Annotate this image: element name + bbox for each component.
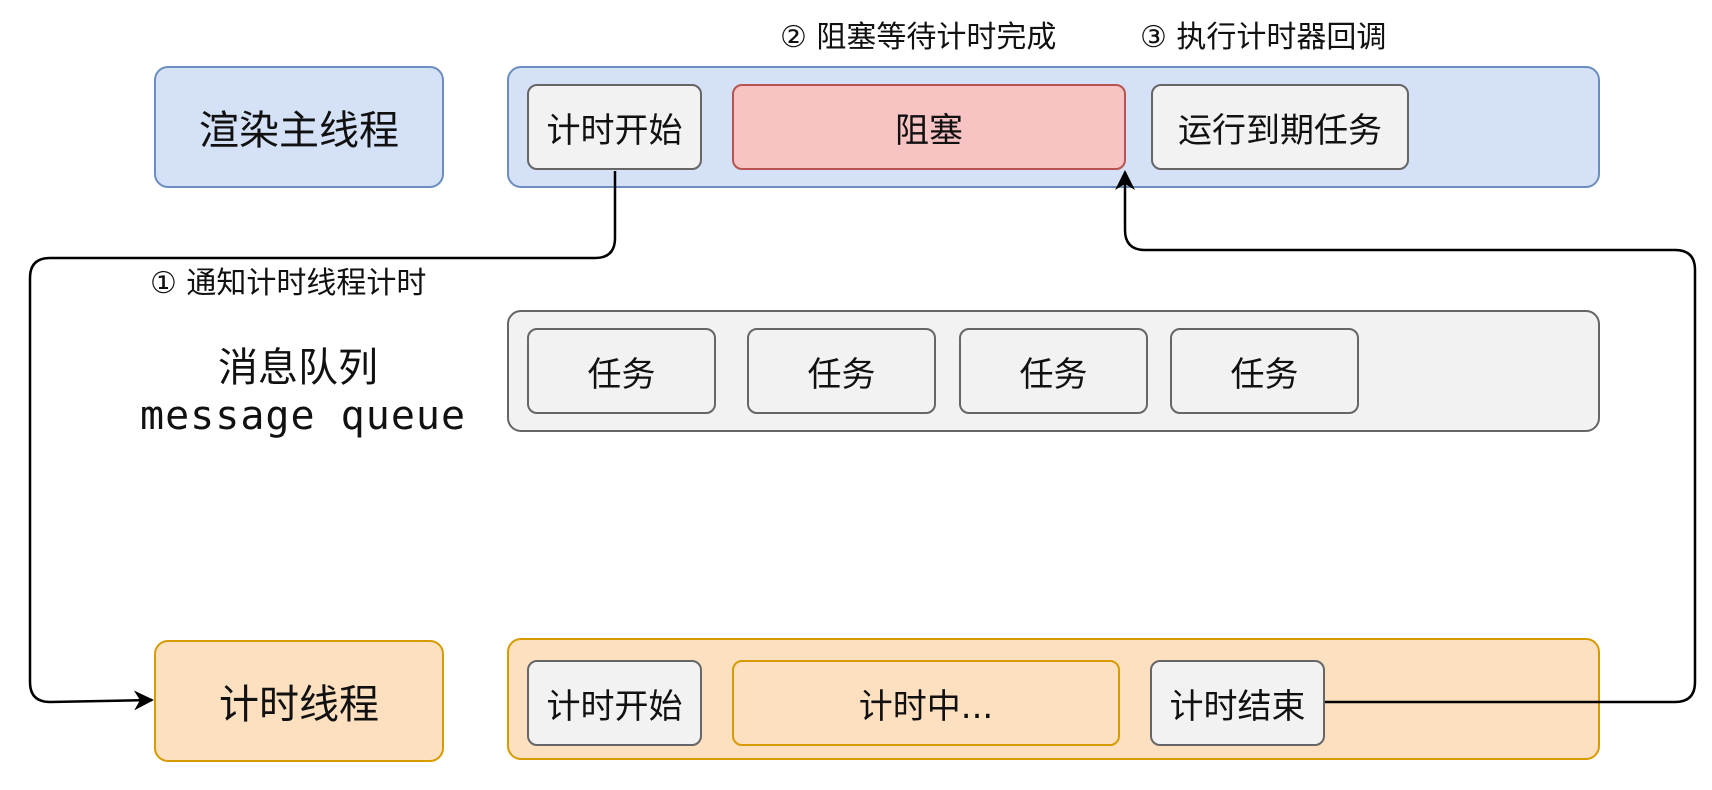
timer-start: 计时开始 — [527, 660, 702, 746]
queue-task: 任务 — [527, 328, 716, 414]
render-timer-start: 计时开始 — [527, 84, 702, 170]
render-thread-label: 渲染主线程 — [154, 66, 444, 188]
step3-note: ③ 执行计时器回调 — [1140, 20, 1387, 55]
timer-end: 计时结束 — [1150, 660, 1325, 746]
message-queue-label: 消息队列 message queue — [140, 335, 467, 439]
message-queue-label-en: message queue — [140, 393, 467, 439]
callback-arrow — [1115, 170, 1697, 704]
render-run-expired-tasks: 运行到期任务 — [1151, 84, 1409, 170]
timer-counting: 计时中... — [732, 660, 1120, 746]
queue-task: 任务 — [959, 328, 1148, 414]
notify-timer-arrow — [28, 171, 617, 711]
message-queue-label-zh: 消息队列 — [218, 345, 378, 391]
queue-task: 任务 — [1170, 328, 1359, 414]
step2-note: ② 阻塞等待计时完成 — [780, 20, 1057, 55]
timer-thread-label: 计时线程 — [154, 640, 444, 762]
queue-task: 任务 — [747, 328, 936, 414]
render-blocking: 阻塞 — [732, 84, 1126, 170]
step1-note: ① 通知计时线程计时 — [150, 266, 427, 301]
